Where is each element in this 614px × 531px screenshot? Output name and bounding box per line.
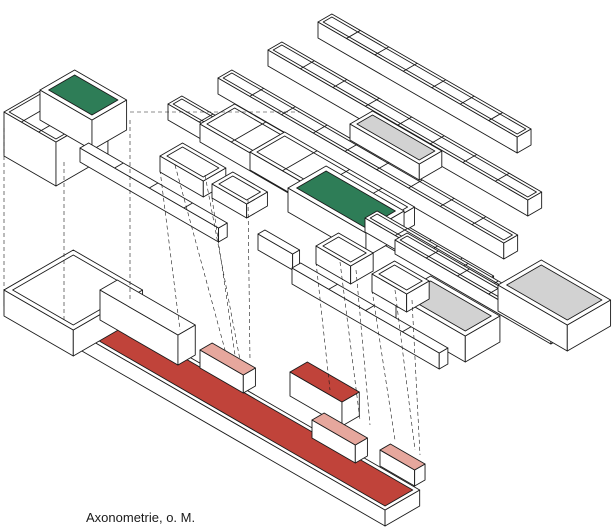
underground-ramp-1: [199, 342, 256, 394]
shaft-head-2-inner-well: [218, 175, 261, 201]
thin-wing-partition-1: [114, 162, 124, 169]
block-row-3-inner-well: [222, 72, 513, 241]
block-row-1-partition-4: [431, 79, 446, 89]
projection-lines: [3, 111, 421, 456]
projection-line-14: [411, 299, 421, 456]
thin-wing: [79, 142, 228, 243]
projection-line-10: [339, 261, 361, 421]
block-row-3: [217, 69, 519, 260]
pavilion-right-inner-well: [506, 264, 603, 321]
underground-ramp-3-top: [379, 443, 426, 471]
block-row-1-inner-well: [322, 16, 527, 135]
thin-wing-partition-2: [149, 182, 159, 189]
projection-line-12: [371, 289, 396, 441]
block-row-2-partition-3: [365, 97, 380, 107]
underground-ramp-1-top: [199, 342, 256, 376]
block-row-2-partition-6: [462, 154, 477, 163]
block-row-2-partition-2: [332, 79, 348, 88]
block-grey-hall: [349, 110, 443, 181]
block-row-1-partition-1: [346, 30, 361, 39]
underground-ramp-2: [311, 412, 368, 464]
small-wall-piece: [257, 229, 301, 271]
block-row-2-partition-1: [300, 60, 315, 70]
block-row-3-partition-2: [281, 106, 296, 116]
building-volumes: [3, 13, 612, 527]
projection-line-4: [159, 169, 181, 331]
projection-line-11: [355, 269, 371, 426]
small-wall-piece-top: [257, 229, 301, 255]
block-row-1-partition-3: [403, 62, 418, 72]
block-row-5-partition-1: [395, 228, 408, 236]
shaft-head-2: [211, 171, 268, 219]
shaft-head-3-inner-well: [322, 236, 367, 263]
block-green-court-inner-well: [296, 170, 396, 229]
beam-wing: [291, 262, 449, 370]
thin-wing-partition-3: [183, 202, 193, 209]
block-row-3-partition-6: [408, 179, 423, 189]
tower-block-upper-inner-well: [48, 74, 119, 116]
block-row-3-partition-1: [249, 87, 264, 97]
block-row-4-partition-1: [198, 113, 214, 123]
tower-block-upper: [39, 69, 128, 151]
shaft-head-1-inner-well: [166, 146, 220, 178]
shaft-head-4-inner-well: [378, 264, 423, 291]
underground-vault-1: [99, 279, 196, 366]
shaft-head-3: [315, 232, 374, 285]
block-row-3-partition-4: [344, 142, 360, 152]
block-grey-hall-inner-well: [356, 114, 436, 161]
projection-line-8: [247, 199, 251, 361]
block-row-3-partition-7: [440, 197, 455, 207]
block-row-1-partition-6: [488, 112, 503, 121]
beam-wing-partition-1: [328, 283, 338, 290]
block-row-1-partition-5: [460, 95, 475, 105]
pavilion-right: [497, 259, 612, 352]
block-hall-upper-partition-1: [230, 121, 267, 143]
block-row-2-partition-5: [430, 135, 445, 145]
projection-line-5: [174, 164, 226, 351]
projection-line-7: [211, 197, 236, 356]
projection-line-6: [204, 174, 241, 361]
block-row-3-partition-5: [376, 161, 391, 171]
shaft-head-1: [159, 142, 227, 198]
block-hall-lower-partition-1: [282, 150, 318, 172]
block-row-2-partition-7: [495, 172, 510, 182]
block-row-1-partition-2: [374, 46, 389, 56]
block-row-2-partition-4: [397, 116, 412, 126]
beam-wing-partition-3: [402, 326, 412, 333]
projection-line-9: [315, 261, 331, 391]
underground-vault-2-top: [289, 361, 360, 403]
block-row-6-partition-2: [457, 268, 470, 277]
block-row-1: [317, 13, 532, 154]
block-row-3-partition-3: [313, 124, 328, 134]
block-row-6-partition-1: [425, 250, 439, 259]
underground-ramp-2-top: [311, 412, 368, 446]
beam-wing-partition-2: [365, 305, 375, 311]
block-row-3-partition-8: [471, 216, 487, 226]
underground-vault-1-top: [99, 279, 196, 336]
projection-line-13: [394, 289, 416, 451]
shaft-head-4: [371, 260, 430, 313]
underground-ramp-3: [379, 443, 426, 487]
drawing-caption: Axonometrie, o. M.: [86, 510, 196, 525]
